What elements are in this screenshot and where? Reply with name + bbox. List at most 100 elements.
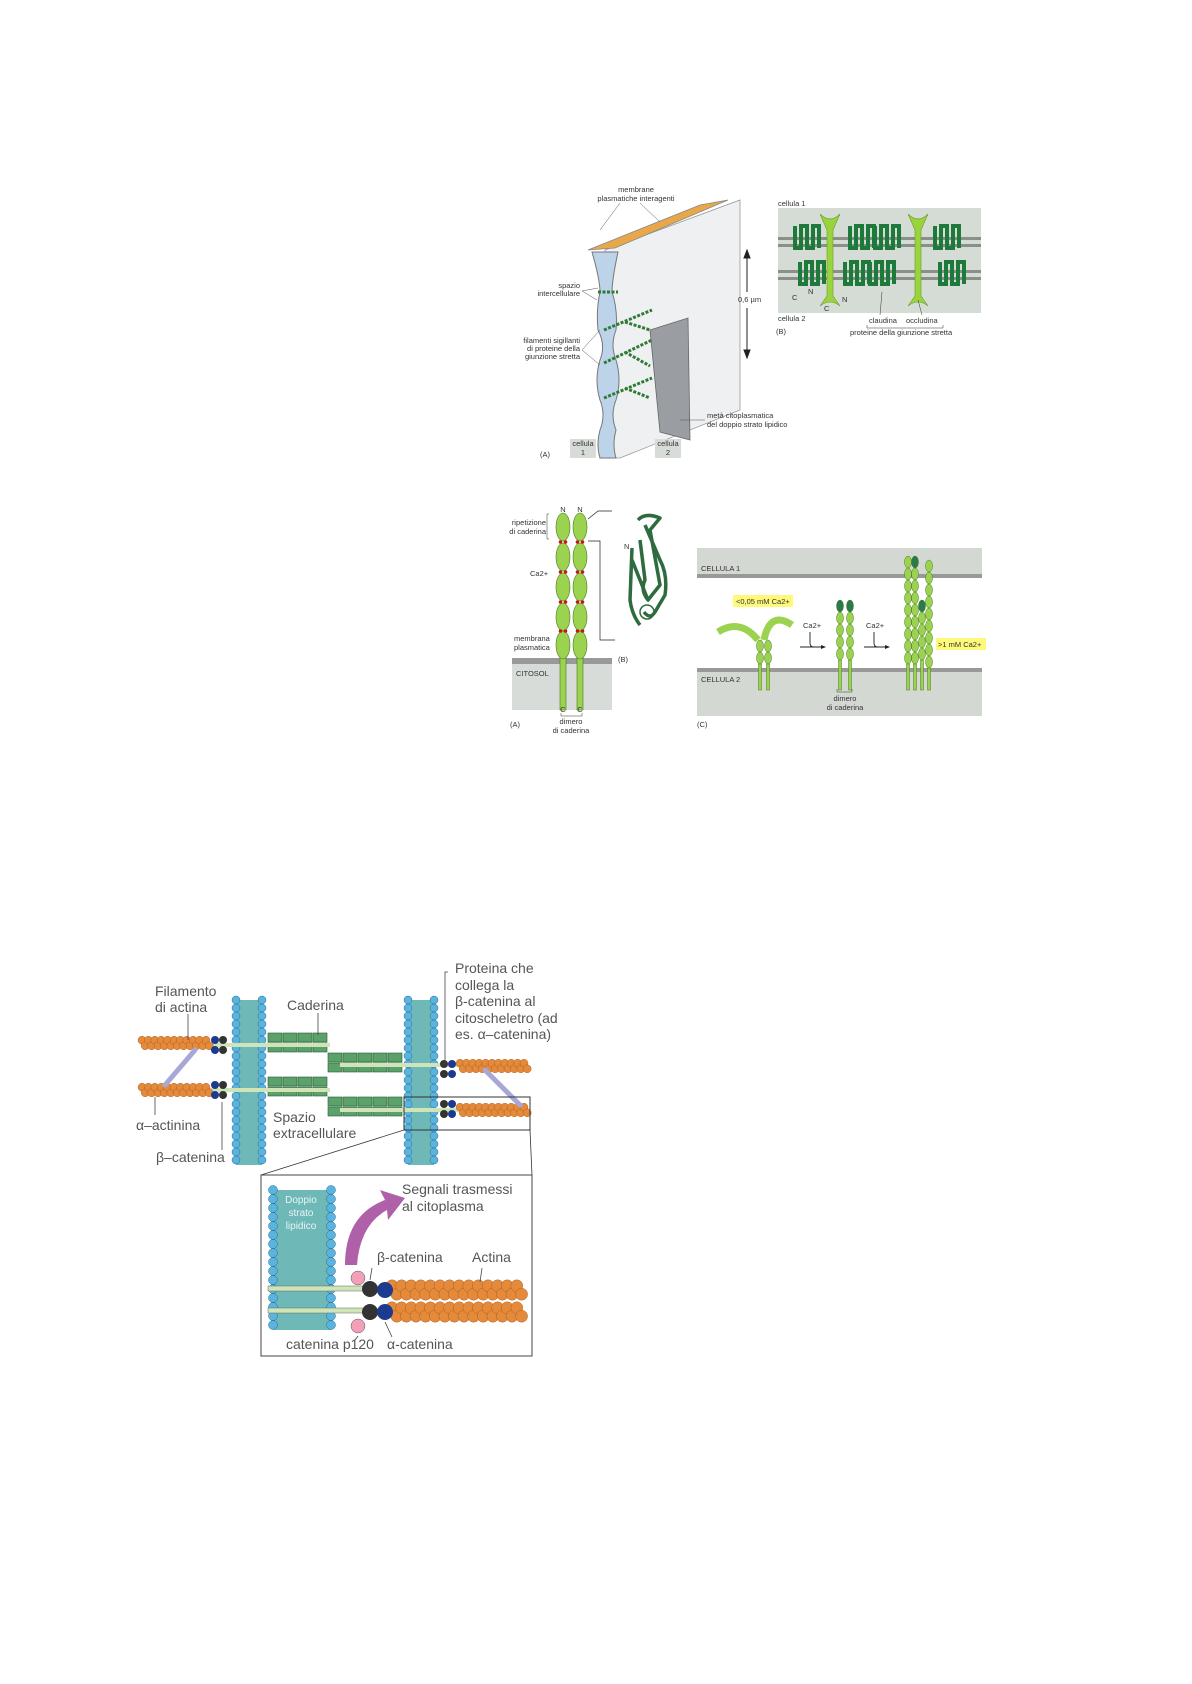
calcium-ion — [575, 540, 580, 544]
cadherin-stem — [758, 663, 762, 691]
beta-catenin — [219, 1091, 227, 1099]
cadherin-domain — [925, 643, 933, 657]
terminal-c-label-2: C — [824, 304, 830, 313]
linker-protein-label-5: es. α–catenina) — [455, 1026, 551, 1042]
cadherin-blocks — [210, 1032, 460, 1117]
membrane-top-face — [587, 199, 729, 251]
n-terminal-label: N — [560, 505, 565, 514]
cadherin-domain — [387, 1096, 403, 1107]
inset-bilayer-label-2: strato — [288, 1208, 313, 1219]
protein-n-label: N — [624, 542, 629, 551]
lipid-head — [403, 1115, 413, 1125]
claudin-label: claudina — [869, 316, 898, 325]
bilayer-core — [408, 1000, 434, 1165]
cadherin-stem — [766, 663, 770, 691]
lipid-head — [403, 1027, 413, 1037]
lipid-head — [257, 1027, 267, 1037]
figure-tight-junction-panel-b: cellula 1 cellula 2 C N C N claudina occ… — [776, 199, 981, 337]
linker-protein-label-3: β-catenina al — [455, 993, 535, 1009]
alpha-catenin — [448, 1100, 456, 1108]
alpha-catenin — [211, 1081, 219, 1089]
cadherin-domain — [911, 603, 919, 617]
lipid-head — [257, 1051, 267, 1061]
lipid-head — [231, 1139, 241, 1149]
bilayer-core — [236, 1000, 262, 1165]
cadherin-domain — [925, 595, 933, 609]
lipid-head — [429, 1147, 439, 1157]
inset-bilayer-label: Doppio — [285, 1195, 317, 1206]
actin-filaments — [137, 1035, 532, 1118]
cadherin-domain — [572, 602, 588, 632]
lipid-head — [257, 1059, 267, 1069]
linker-protein-label: Proteina che — [455, 960, 534, 976]
lipid-head — [403, 1035, 413, 1045]
dimer-label-2: di caderina — [553, 726, 591, 735]
lipid-head — [231, 1115, 241, 1125]
actin-bead — [523, 1064, 532, 1074]
c-terminal-label: C — [560, 705, 566, 714]
scale-label: 0,6 µm — [738, 295, 761, 304]
beta-catenin — [440, 1100, 448, 1108]
high-calcium-label: >1 mM Ca2+ — [938, 640, 982, 649]
cadherin-domain — [555, 572, 571, 602]
sealing-strands-label: filamenti sigillanti — [523, 336, 580, 345]
cadherin-domain — [572, 572, 588, 602]
cytoplasmic-half-label: metà citoplasmatica — [707, 411, 774, 420]
calcium-ion — [563, 540, 568, 544]
intercellular-space-label-2: intercellulare — [537, 289, 580, 298]
inset-actin-label: Actina — [472, 1249, 511, 1265]
lipid-head — [268, 1203, 278, 1213]
cadherin-stem — [920, 659, 924, 691]
lipid-head — [231, 1091, 241, 1101]
signals-label: Segnali trasmessi — [402, 1181, 513, 1197]
intercellular-space-label: spazio — [558, 281, 580, 290]
lipid-head — [268, 1185, 278, 1195]
zoom-lines — [260, 1129, 533, 1176]
cadherin-domain — [282, 1032, 298, 1043]
cadherin-repeat-label: ripetizione — [512, 518, 546, 527]
label-lines — [581, 202, 705, 421]
lipid-head — [257, 1155, 267, 1165]
alpha-catenin — [211, 1046, 219, 1054]
lipid-head — [429, 1131, 439, 1141]
cadherin-domain — [918, 611, 926, 625]
calcium-ion — [563, 570, 568, 574]
beta-catenin — [219, 1036, 227, 1044]
cadherin-domain — [904, 591, 912, 605]
actin-bead — [523, 1108, 532, 1118]
calcium-ion — [575, 629, 580, 633]
lipid-head — [231, 1099, 241, 1109]
alpha-catenin — [211, 1036, 219, 1044]
calcium-ion — [580, 629, 585, 633]
occludin-protein — [907, 213, 929, 307]
lipid-head — [257, 1075, 267, 1085]
lipid-head — [257, 1011, 267, 1021]
cadherin-domain — [764, 639, 772, 653]
panel-c-dimer-label: dimero — [834, 694, 857, 703]
membranes-label-2: plasmatiche interagenti — [597, 194, 674, 203]
cadherin-domain — [267, 1076, 283, 1087]
figure-tight-junction-panel-a: membrane plasmatiche interagenti spazio … — [523, 185, 787, 459]
actin-filament-label: Filamento — [155, 983, 217, 999]
lipid-head — [257, 1123, 267, 1133]
right-lipid-bilayer — [403, 995, 439, 1165]
lipid-head — [231, 1067, 241, 1077]
panel-b-cell2-label: cellula 2 — [778, 314, 806, 323]
sealing-strands-label-2: di proteine della — [527, 344, 581, 353]
lipid-head — [429, 1075, 439, 1085]
claudin-protein — [848, 224, 876, 250]
arrow-calcium-label: Ca2+ — [803, 621, 822, 630]
sealing-strands-label-3: giunzione stretta — [525, 352, 581, 361]
inset-beta-catenin-label: β-catenina — [377, 1249, 443, 1265]
lipid-head — [268, 1230, 278, 1240]
cadherin-tail — [340, 1063, 460, 1067]
cadherin-domain — [918, 635, 926, 649]
panel-b-letter: (B) — [618, 655, 629, 664]
lipid-head — [403, 1099, 413, 1109]
cytoplasmic-half-sheet — [649, 317, 691, 441]
cadherin-tail — [210, 1088, 330, 1092]
cadherin-domain — [846, 599, 854, 613]
cadherin-domain — [925, 607, 933, 621]
claudin-protein — [868, 260, 896, 286]
cadherin-domain — [572, 512, 588, 542]
